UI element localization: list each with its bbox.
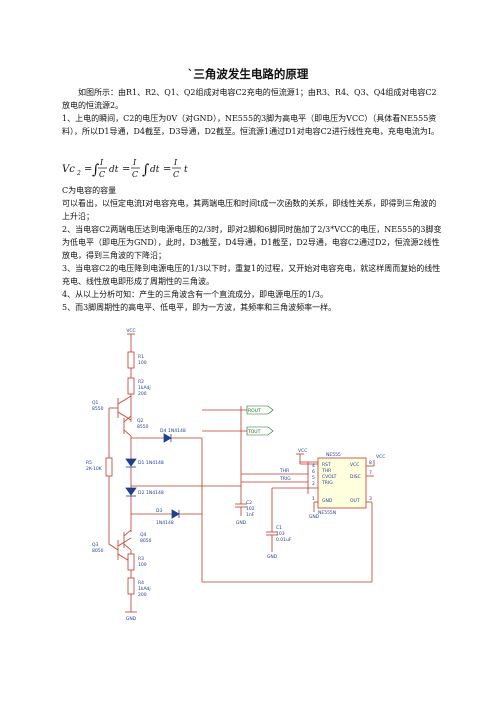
svg-text:100: 100 [138, 360, 147, 366]
svg-text:GND: GND [236, 520, 247, 526]
svg-text:R1: R1 [138, 354, 144, 360]
svg-text:RST: RST [322, 462, 331, 468]
paragraph-step3: 3、当电容C2的电压降到电源电压的1/3以下时，重复1的过程，又开始对电容充电，… [62, 264, 441, 286]
formula-C-1: C [99, 170, 105, 179]
formula-dt-1: dt [109, 165, 119, 175]
paragraph-step1: 1、上电的瞬间，C2的电压为0V（对GND），NE555的3脚为高电平（即电压为… [62, 114, 439, 136]
svg-text:1kAdj: 1kAdj [138, 385, 151, 391]
svg-text:VCC: VCC [126, 328, 135, 334]
svg-text:1N4148: 1N4148 [146, 490, 164, 496]
formula-C-3: C [173, 170, 179, 179]
svg-text:CVOLT: CVOLT [322, 474, 337, 480]
svg-text:4: 4 [312, 463, 315, 469]
svg-text:=: = [122, 164, 130, 175]
svg-text:200: 200 [138, 592, 147, 598]
svg-text:NE555: NE555 [326, 452, 341, 458]
svg-text:103: 103 [276, 531, 285, 537]
svg-text:R2: R2 [138, 379, 144, 385]
svg-text:TOUT: TOUT [247, 429, 261, 435]
formula-subscript: 2 [76, 170, 81, 177]
svg-text:2: 2 [312, 481, 315, 487]
svg-text:5: 5 [312, 475, 315, 481]
svg-text:OUT: OUT [350, 498, 360, 504]
svg-text:=: = [84, 164, 92, 175]
ne555-chip [317, 457, 367, 509]
svg-text:TRIG: TRIG [321, 480, 333, 486]
svg-text:2K-10K: 2K-10K [86, 466, 103, 472]
paragraph-capacity: C为电容的容量 [62, 186, 117, 195]
svg-text:TRIG: TRIG [279, 476, 291, 482]
svg-text:=: = [163, 164, 171, 175]
svg-text:100: 100 [138, 562, 147, 568]
svg-text:ROUT: ROUT [248, 408, 261, 414]
svg-text:GND: GND [322, 498, 333, 504]
triangle-wave-circuit-diagram: VCC R1 100 R2 1kAdj 200 Q1 8550 Q2 8550 … [86, 328, 385, 622]
svg-text:DISC: DISC [350, 474, 361, 480]
formula-t: t [184, 165, 188, 175]
svg-text:R5: R5 [86, 460, 92, 466]
paragraph-intro: 如图所示：由R1、R2、Q1、Q2组成对电容C2充电的恒流源1；由R3、R4、Q… [62, 88, 437, 110]
formula-I-2: I [132, 158, 137, 167]
svg-text:200: 200 [138, 391, 147, 397]
formula-dt-2: dt [150, 165, 160, 175]
svg-text:Q2: Q2 [137, 418, 144, 424]
paragraph-step5: 5、而3脚周期性的高电平、低电平，即为一方波，其频率和三角波频率一样。 [62, 303, 337, 312]
svg-text:VCC: VCC [298, 448, 307, 454]
svg-text:D1: D1 [138, 460, 144, 466]
svg-text:C2: C2 [246, 500, 252, 506]
svg-text:∫: ∫ [92, 162, 99, 178]
svg-text:D3: D3 [156, 508, 162, 514]
svg-text:1N4148: 1N4148 [146, 460, 164, 466]
svg-text:1: 1 [312, 496, 315, 502]
svg-text:8550: 8550 [92, 406, 104, 412]
svg-text:102: 102 [246, 506, 255, 512]
svg-text:1N4148: 1N4148 [168, 428, 186, 434]
svg-text:8050: 8050 [140, 538, 152, 544]
svg-text:Q1: Q1 [92, 400, 99, 406]
svg-text:1nF: 1nF [246, 512, 255, 518]
svg-text:THR: THR [321, 468, 331, 474]
svg-text:R3: R3 [138, 556, 144, 562]
paragraph-step2: 2、当电容C2两端电压达到电源电压的2/3时，即对2脚和6脚同时施加了2/3*V… [62, 225, 442, 260]
svg-text:Q4: Q4 [140, 532, 147, 538]
svg-text:1kAdj: 1kAdj [138, 586, 151, 592]
paragraph-linear: 可以看出，以恒定电流I对电容充电，其两端电压和时间t成一次函数的关系，即线性关系… [62, 199, 437, 221]
svg-text:GND: GND [126, 616, 137, 622]
svg-text:8550: 8550 [137, 424, 149, 430]
svg-text:GND: GND [267, 554, 278, 560]
capacitor-voltage-formula: Vc 2 = ∫ I C dt = I C ∫ dt = I C t [62, 158, 188, 179]
paragraph-step4: 4、从以上分析可知：产生的三角波含有一个直流成分，即电源电压的1/3。 [62, 290, 328, 299]
svg-text:VCC: VCC [376, 454, 385, 460]
formula-I-1: I [99, 158, 104, 167]
svg-text:Q3: Q3 [92, 542, 99, 548]
svg-text:THR: THR [279, 468, 289, 474]
svg-text:7: 7 [369, 470, 372, 476]
svg-text:VCC: VCC [350, 462, 359, 468]
svg-text:6: 6 [312, 469, 315, 475]
svg-text:D4: D4 [160, 428, 166, 434]
formula-I-3: I [173, 158, 178, 167]
svg-text:C1: C1 [276, 525, 282, 531]
svg-text:D2: D2 [138, 490, 144, 496]
page-title: `三角波发生电路的原理 [187, 67, 309, 81]
svg-text:∫: ∫ [142, 162, 149, 178]
svg-text:NE555N: NE555N [318, 510, 336, 516]
svg-text:GND: GND [309, 514, 320, 520]
svg-text:1N4148: 1N4148 [156, 520, 174, 526]
svg-text:R4: R4 [138, 580, 144, 586]
svg-text:3: 3 [369, 496, 372, 502]
svg-text:8: 8 [369, 460, 372, 466]
formula-lhs: Vc [62, 164, 75, 175]
svg-text:0.01uF: 0.01uF [276, 537, 292, 543]
formula-C-2: C [132, 170, 138, 179]
svg-text:8050: 8050 [92, 548, 104, 554]
